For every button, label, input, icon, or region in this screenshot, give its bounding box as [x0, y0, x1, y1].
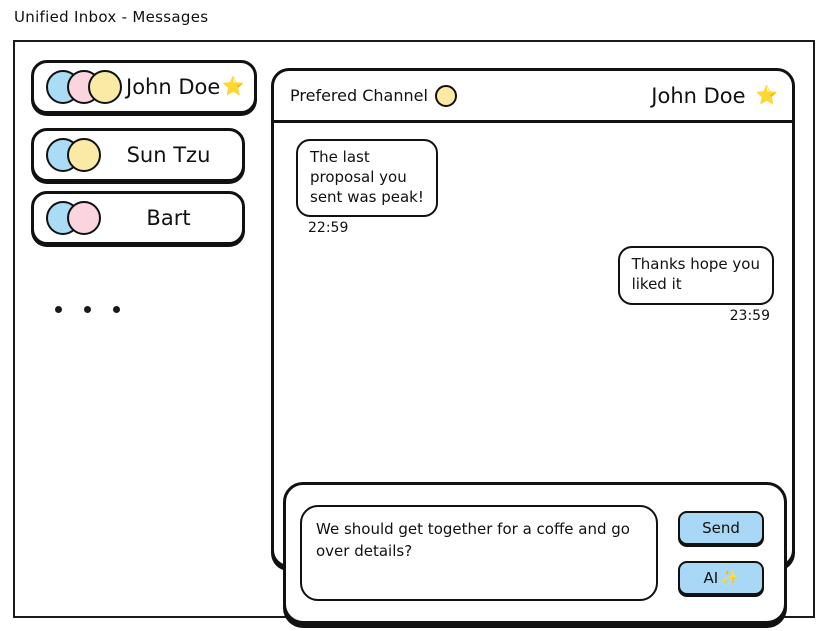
avatar	[46, 200, 101, 236]
contact-list-item-sun-tzu[interactable]: Sun Tzu	[31, 128, 245, 182]
channel-indicator-icon[interactable]	[434, 84, 457, 107]
more-contacts-ellipsis[interactable]	[55, 306, 120, 313]
star-icon: ⭐	[222, 76, 245, 97]
page-title: Unified Inbox - Messages	[14, 8, 209, 26]
ellipsis-dot	[55, 306, 62, 313]
contact-name: Bart	[146, 206, 191, 230]
send-button[interactable]: Send	[678, 511, 764, 545]
contacts-sidebar: John Doe ⭐ Sun Tzu Bart	[21, 60, 267, 600]
message-bubble: Thanks hope you liked it	[617, 246, 774, 305]
avatar-circle-yellow	[67, 138, 101, 172]
message-row-incoming: The last proposal you sent was peak! 22:…	[296, 139, 774, 236]
message-composer: Send AI ✨	[283, 482, 787, 624]
send-button-label: Send	[702, 518, 740, 537]
ellipsis-dot	[113, 306, 120, 313]
message-wrapper: The last proposal you sent was peak! 22:…	[296, 139, 438, 236]
contact-list-item-john-doe[interactable]: John Doe ⭐	[31, 60, 257, 114]
message-row-outgoing: Thanks hope you liked it 23:59	[296, 246, 774, 324]
composer-actions: Send AI ✨	[672, 511, 770, 595]
message-input[interactable]	[300, 505, 658, 601]
message-bubble: The last proposal you sent was peak!	[296, 139, 438, 218]
message-wrapper: Thanks hope you liked it 23:59	[617, 246, 774, 324]
app-window: John Doe ⭐ Sun Tzu Bart Prefered Channel	[13, 40, 815, 624]
ai-button-label: AI	[703, 568, 719, 587]
sparkles-icon: ✨	[721, 570, 739, 586]
chat-header: Prefered Channel John Doe ⭐	[274, 71, 792, 123]
chat-contact-name: John Doe	[651, 83, 746, 108]
preferred-channel-label: Prefered Channel	[290, 86, 428, 105]
contact-list-item-bart[interactable]: Bart	[31, 191, 245, 245]
avatar	[46, 137, 101, 173]
message-timestamp: 23:59	[729, 307, 770, 324]
ai-button[interactable]: AI ✨	[678, 561, 764, 595]
avatar-circle-pink	[67, 201, 101, 235]
contact-name: Sun Tzu	[126, 143, 211, 167]
avatar	[46, 69, 122, 105]
avatar-circle-yellow	[88, 70, 122, 104]
message-timestamp: 22:59	[308, 220, 349, 237]
contact-name: John Doe	[126, 75, 221, 99]
star-icon[interactable]: ⭐	[755, 84, 778, 106]
message-list: The last proposal you sent was peak! 22:…	[274, 123, 792, 463]
ellipsis-dot	[84, 306, 91, 313]
